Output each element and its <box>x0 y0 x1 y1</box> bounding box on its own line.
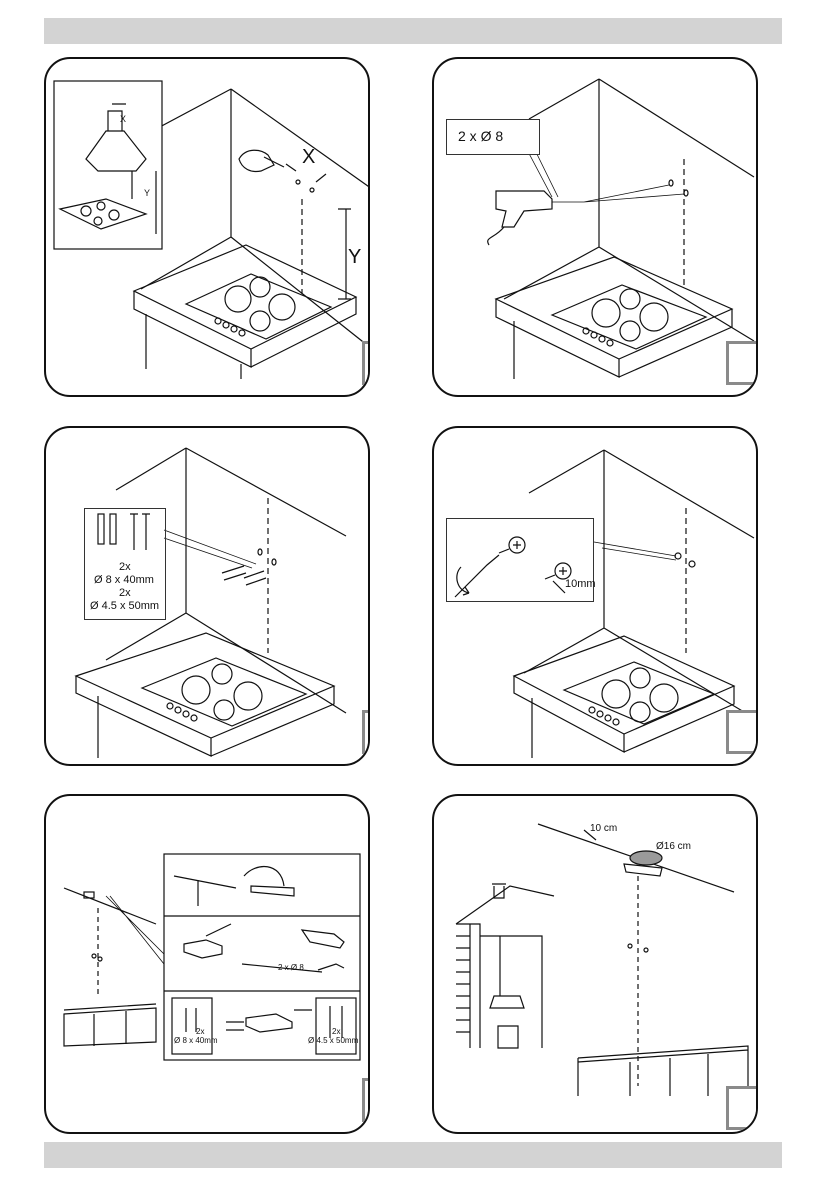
y-dimension-label: Y <box>348 247 361 267</box>
screw-qty-label: 2x <box>332 1028 340 1036</box>
footer-bar <box>44 1142 782 1168</box>
offset-label: 10 cm <box>590 824 617 834</box>
step-number-box <box>362 1078 370 1122</box>
drill-size-text: 2 x Ø 8 <box>458 129 503 143</box>
drill-note-label: 2 x Ø 8 <box>278 964 304 972</box>
inset-y-label: Y <box>144 189 150 198</box>
step-panel-6: 10 cm Ø16 cm <box>432 794 758 1134</box>
step-panel-2: 2 x Ø 8 <box>432 57 758 397</box>
screw-qty: 2x <box>119 588 131 599</box>
step-number-box <box>726 1086 758 1130</box>
step-number-box <box>726 341 758 385</box>
screw-spec-label: Ø 4.5 x 50mm <box>308 1037 358 1045</box>
x-dimension-label: X <box>302 147 315 167</box>
step-number-box <box>362 341 370 385</box>
step-panel-5: 2 x Ø 8 2x Ø 8 x 40mm 2x Ø 4.5 x 50mm <box>44 794 370 1134</box>
step-panel-4: 10mm <box>432 426 758 766</box>
step-panel-3: 2x Ø 8 x 40mm 2x Ø 4.5 x 50mm <box>44 426 370 766</box>
step-number-box <box>726 710 758 754</box>
wall-marking-illustration <box>46 59 370 397</box>
drilling-illustration <box>434 59 758 397</box>
plug-qty: 2x <box>119 562 131 573</box>
plug-qty-label: 2x <box>196 1028 204 1036</box>
ceiling-duct-illustration <box>434 796 758 1134</box>
plug-spec: Ø 8 x 40mm <box>94 575 154 586</box>
screwdriver-icon <box>447 519 595 603</box>
step-number-box <box>362 710 370 754</box>
header-bar <box>44 18 782 44</box>
inset-x-label: X <box>120 115 126 124</box>
step-panel-1: X Y X Y <box>44 57 370 397</box>
screw-detail-callout: 10mm <box>446 518 594 602</box>
screw-spec: Ø 4.5 x 50mm <box>90 601 159 612</box>
ceiling-bracket-illustration <box>46 796 370 1134</box>
gap-label: 10mm <box>565 579 596 590</box>
duct-diameter-label: Ø16 cm <box>656 842 691 852</box>
plug-spec-label: Ø 8 x 40mm <box>174 1037 218 1045</box>
